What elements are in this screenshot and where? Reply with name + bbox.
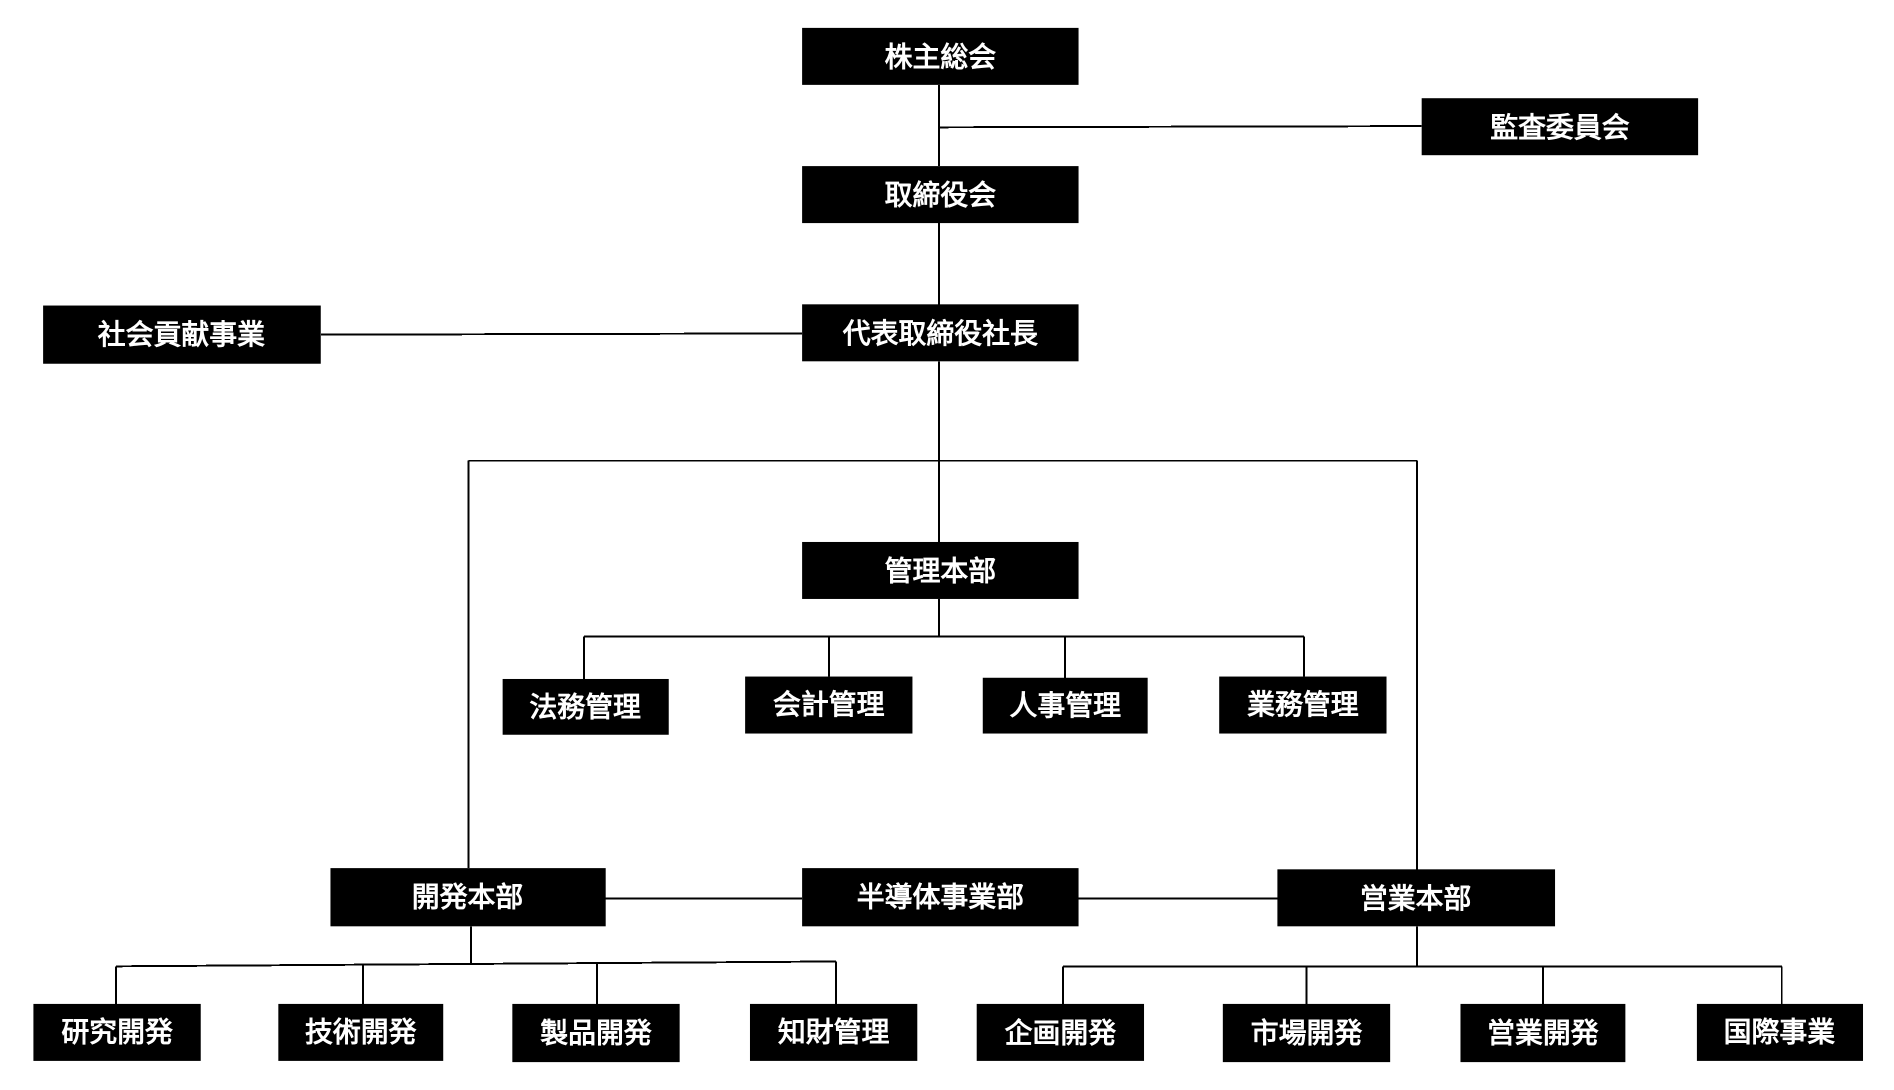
node-ip-management-box: [749, 1003, 918, 1061]
node-ip-management: 知財管理: [749, 1003, 918, 1061]
node-board-of-directors-box: [802, 166, 1079, 224]
node-shareholders-meeting: 株主総会: [802, 27, 1079, 85]
node-market-development-box: [1222, 1003, 1391, 1063]
node-audit-committee-label: 監査委員会: [1490, 111, 1629, 144]
node-admin-hq-box: [802, 541, 1079, 599]
node-sales-hq-label: 営業本部: [1360, 882, 1472, 915]
node-semiconductor-division-box: [802, 868, 1079, 927]
node-social-contribution-label: 社会貢献事業: [98, 318, 265, 351]
node-hr-management-label: 人事管理: [1009, 689, 1121, 722]
node-development-hq-box: [330, 868, 606, 927]
node-sales-development-box: [1460, 1003, 1626, 1063]
node-legal-management-box: [502, 678, 669, 735]
node-development-hq-label: 開発本部: [412, 881, 524, 914]
connector-development-units-bus: [115, 960, 837, 968]
node-admin-hq: 管理本部: [802, 541, 1079, 599]
node-planning-development: 企画開発: [976, 1003, 1145, 1061]
node-technology-development-label: 技術開発: [305, 1015, 418, 1048]
node-international-business-label: 国際事業: [1724, 1015, 1836, 1048]
node-research-development-box: [33, 1003, 201, 1061]
node-shareholders-meeting-box: [802, 27, 1079, 85]
node-president-label: 代表取締役社長: [842, 317, 1039, 350]
node-hr-management-box: [982, 677, 1148, 734]
node-legal-management: 法務管理: [502, 678, 669, 735]
node-president-box: [802, 304, 1079, 362]
node-hr-management: 人事管理: [982, 677, 1148, 734]
node-market-development: 市場開発: [1222, 1003, 1391, 1063]
node-board-of-directors: 取締役会: [802, 166, 1079, 224]
node-international-business: 国際事業: [1696, 1003, 1864, 1061]
node-market-development-label: 市場開発: [1251, 1017, 1364, 1050]
node-international-business-box: [1696, 1003, 1864, 1061]
node-audit-committee: 監査委員会: [1421, 98, 1699, 156]
node-technology-development: 技術開発: [278, 1003, 444, 1061]
node-sales-hq-box: [1277, 869, 1556, 927]
node-sales-development-label: 営業開発: [1487, 1017, 1600, 1050]
node-operations-management-label: 業務管理: [1247, 688, 1359, 721]
node-ip-management-label: 知財管理: [778, 1015, 890, 1048]
node-development-hq: 開発本部: [330, 868, 606, 927]
connector-to-audit-committee: [939, 125, 1422, 129]
node-research-development-label: 研究開発: [61, 1015, 174, 1048]
node-accounting-management-label: 会計管理: [773, 688, 885, 721]
node-semiconductor-division-label: 半導体事業部: [857, 881, 1024, 914]
node-product-development-label: 製品開発: [540, 1017, 653, 1050]
node-planning-development-label: 企画開発: [1005, 1017, 1118, 1050]
node-audit-committee-box: [1421, 98, 1699, 156]
node-accounting-management-box: [745, 676, 913, 734]
node-product-development: 製品開発: [512, 1003, 680, 1063]
node-legal-management-label: 法務管理: [529, 690, 641, 723]
node-president: 代表取締役社長: [802, 304, 1079, 362]
node-board-of-directors-label: 取締役会: [885, 179, 997, 212]
connectors: [114, 84, 1783, 1004]
node-operations-management-box: [1219, 676, 1387, 734]
node-social-contribution-box: [43, 305, 321, 364]
node-product-development-box: [512, 1003, 680, 1063]
node-semiconductor-division: 半導体事業部: [802, 868, 1079, 927]
node-technology-development-box: [278, 1003, 444, 1061]
node-sales-development: 営業開発: [1460, 1003, 1626, 1063]
node-operations-management: 業務管理: [1219, 676, 1387, 734]
node-planning-development-box: [976, 1003, 1145, 1061]
connector-social-contribution-to-president: [320, 332, 803, 336]
node-admin-hq-label: 管理本部: [885, 555, 997, 588]
node-research-development: 研究開発: [33, 1003, 201, 1061]
node-shareholders-meeting-label: 株主総会: [885, 40, 997, 73]
node-sales-hq: 営業本部: [1277, 869, 1556, 927]
node-accounting-management: 会計管理: [745, 676, 913, 734]
node-social-contribution: 社会貢献事業: [43, 305, 321, 364]
